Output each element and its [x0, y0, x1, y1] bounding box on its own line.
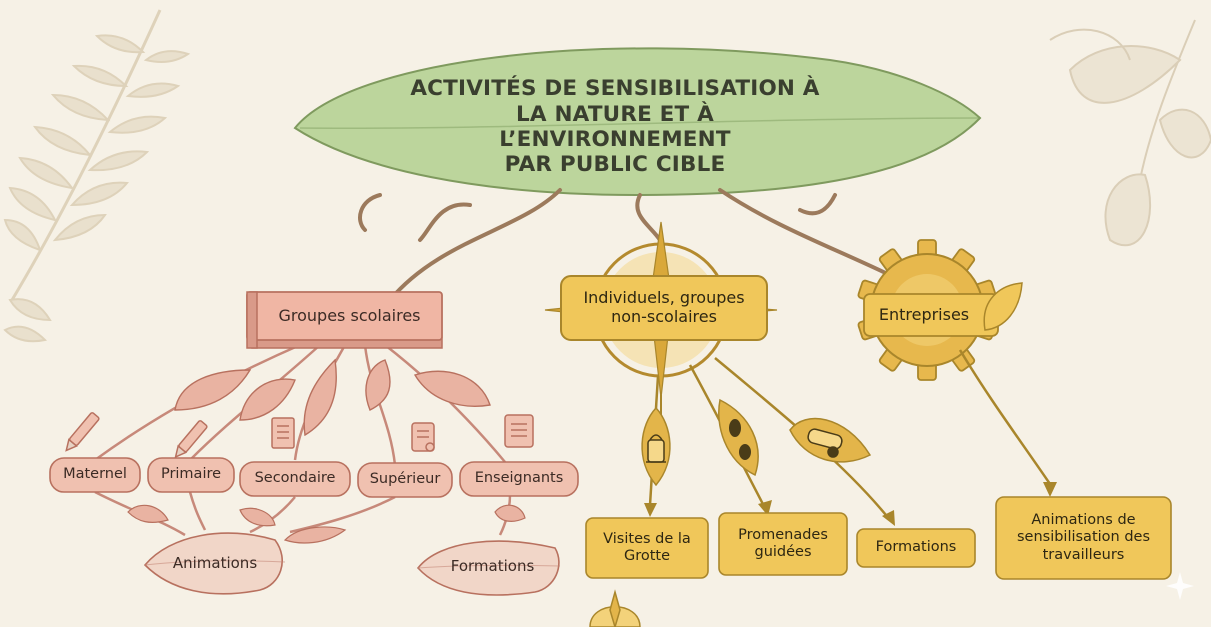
individuels-box — [560, 275, 768, 341]
gold-boxes — [585, 496, 1172, 580]
entreprises-arrow — [958, 349, 1052, 485]
scroll-icon — [411, 422, 435, 452]
ginkgo-decoration — [1049, 19, 1211, 247]
document-icon — [504, 414, 534, 448]
level-superieur: Supérieur — [369, 471, 441, 488]
diagram-title: ACTIVITÉS DE SENSIBILISATION À LA NATURE… — [400, 72, 830, 182]
activity-line: travailleurs — [1042, 546, 1125, 563]
pink-leaves — [174, 358, 491, 437]
pencil-icon-2 — [174, 420, 208, 459]
formations-leaf — [416, 540, 561, 596]
lantern-icon — [646, 434, 666, 463]
notebook-icon — [271, 417, 295, 449]
bottom-compass-decoration — [589, 589, 641, 627]
level-enseignants: Enseignants — [474, 470, 564, 487]
individuels-label-line: non-scolaires — [611, 307, 717, 326]
activity-formations: Formations — [875, 539, 957, 556]
entreprises-label: Entreprises — [878, 304, 970, 324]
lantern-leaf — [641, 406, 671, 487]
title-line: ACTIVITÉS DE SENSIBILISATION À — [410, 76, 820, 102]
outcome-animations: Animations — [172, 554, 258, 573]
footprint-leaf — [718, 398, 759, 477]
level-secondaire: Secondaire — [254, 470, 336, 487]
groupes-scolaires-box — [246, 291, 443, 349]
activity-line: sensibilisation des — [1016, 529, 1151, 546]
animations-leaf — [143, 532, 286, 595]
activity-visites-grotte: Visites de la Grotte — [586, 518, 708, 578]
individuels-label: Individuels, groupes non-scolaires — [561, 276, 767, 340]
title-line: LA NATURE ET À L’ENVIRONNEMENT — [499, 101, 731, 152]
level-pills — [49, 457, 579, 498]
fern-decoration — [3, 9, 191, 343]
pink-small-leaves — [127, 504, 526, 544]
activity-line: Animations de — [1031, 512, 1136, 529]
entreprises-leaf-icon — [983, 282, 1023, 331]
diploma-leaf — [789, 417, 872, 463]
footprint-icon — [729, 419, 751, 460]
individuels-label-line: Individuels, groupes — [583, 288, 745, 308]
diploma-icon — [807, 428, 843, 458]
activity-animations-travailleurs: Animations de sensibilisation des travai… — [996, 497, 1171, 579]
activity-promenades-guidees: Promenades guidées — [719, 513, 847, 575]
groupes-scolaires-label: Groupes scolaires — [278, 305, 421, 325]
title-line: PAR PUBLIC CIBLE — [504, 152, 726, 178]
sparkle-icon — [1166, 572, 1194, 600]
activity-line: Visites de la — [603, 530, 691, 547]
pencil-icon — [65, 412, 100, 452]
outcome-formations: Formations — [450, 557, 535, 576]
level-maternel: Maternel — [63, 466, 127, 483]
activity-line: guidées — [754, 544, 812, 560]
title-leaf — [293, 47, 982, 197]
activity-line: Grotte — [623, 548, 671, 564]
school-branches — [94, 343, 506, 466]
gold-arrowheads — [644, 482, 1057, 526]
level-primaire: Primaire — [160, 466, 222, 483]
main-branches — [358, 188, 902, 302]
activity-line: Promenades — [738, 526, 828, 543]
